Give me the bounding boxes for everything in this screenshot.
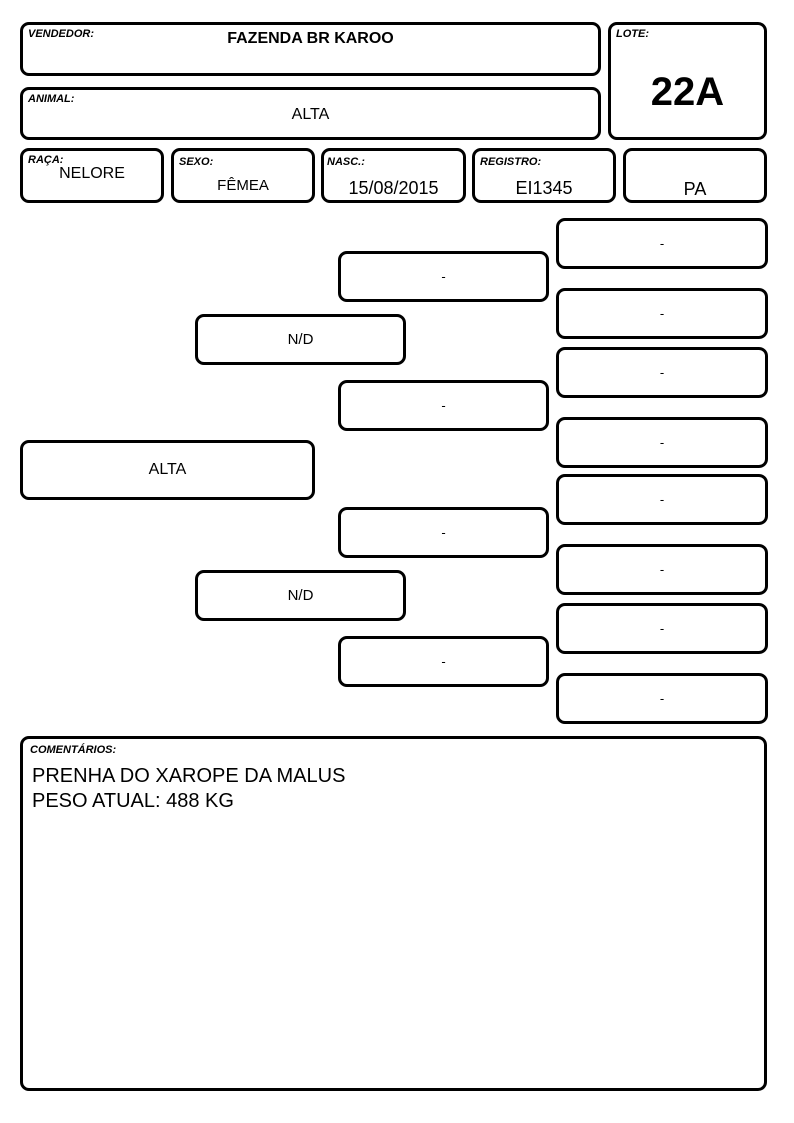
pedigree-great-grandparent-4: - — [556, 417, 768, 468]
pedigree-great-grandparent-7: - — [556, 603, 768, 654]
animal-field: ANIMAL: ALTA — [20, 87, 601, 140]
comments-text: PRENHA DO XAROPE DA MALUS PESO ATUAL: 48… — [32, 764, 345, 814]
state-value: PA — [683, 179, 707, 199]
pedigree-parent-2: N/D — [195, 570, 406, 621]
lot-field: LOTE: 22A — [608, 22, 767, 140]
pedigree-grandparent-1: - — [338, 251, 549, 302]
seller-value: FAZENDA BR KAROO — [227, 30, 394, 47]
registry-label: REGISTRO: — [480, 156, 542, 168]
lot-value: 22A — [650, 70, 725, 114]
pedigree-great-grandparent-1: - — [556, 218, 768, 269]
state-field: PA — [623, 148, 767, 203]
pedigree-great-grandparent-8: - — [556, 673, 768, 724]
pedigree-grandparent-2: - — [338, 380, 549, 431]
breed-value: NELORE — [59, 165, 125, 182]
comment-line: PRENHA DO XAROPE DA MALUS — [32, 765, 346, 787]
comments-label: COMENTÁRIOS: — [30, 744, 117, 756]
sex-value: FÊMEA — [217, 177, 269, 194]
lot-label: LOTE: — [616, 28, 649, 40]
sex-field: SEXO: FÊMEA — [171, 148, 315, 203]
animal-label: ANIMAL: — [28, 93, 75, 105]
pedigree-great-grandparent-6: - — [556, 544, 768, 595]
sex-label: SEXO: — [179, 156, 214, 168]
birth-date-label: NASC.: — [327, 156, 365, 168]
animal-value: ALTA — [291, 106, 330, 123]
birth-date-field: NASC.: 15/08/2015 — [321, 148, 466, 203]
pedigree-great-grandparent-3: - — [556, 347, 768, 398]
registry-field: REGISTRO: EI1345 — [472, 148, 616, 203]
seller-label: VENDEDOR: — [28, 28, 95, 40]
breed-label: RAÇA: — [28, 154, 64, 166]
pedigree-parent-1: N/D — [195, 314, 406, 365]
pedigree-great-grandparent-2: - — [556, 288, 768, 339]
breed-field: RAÇA: NELORE — [20, 148, 164, 203]
pedigree-grandparent-3: - — [338, 507, 549, 558]
seller-field: VENDEDOR: FAZENDA BR KAROO — [20, 22, 601, 76]
pedigree-great-grandparent-5: - — [556, 474, 768, 525]
pedigree-grandparent-4: - — [338, 636, 549, 687]
comments-box: COMENTÁRIOS: PRENHA DO XAROPE DA MALUS P… — [20, 736, 767, 1091]
registry-value: EI1345 — [515, 178, 573, 198]
comment-line: PESO ATUAL: 488 KG — [32, 790, 234, 812]
birth-date-value: 15/08/2015 — [348, 178, 439, 198]
pedigree-animal: ALTA — [20, 440, 315, 500]
